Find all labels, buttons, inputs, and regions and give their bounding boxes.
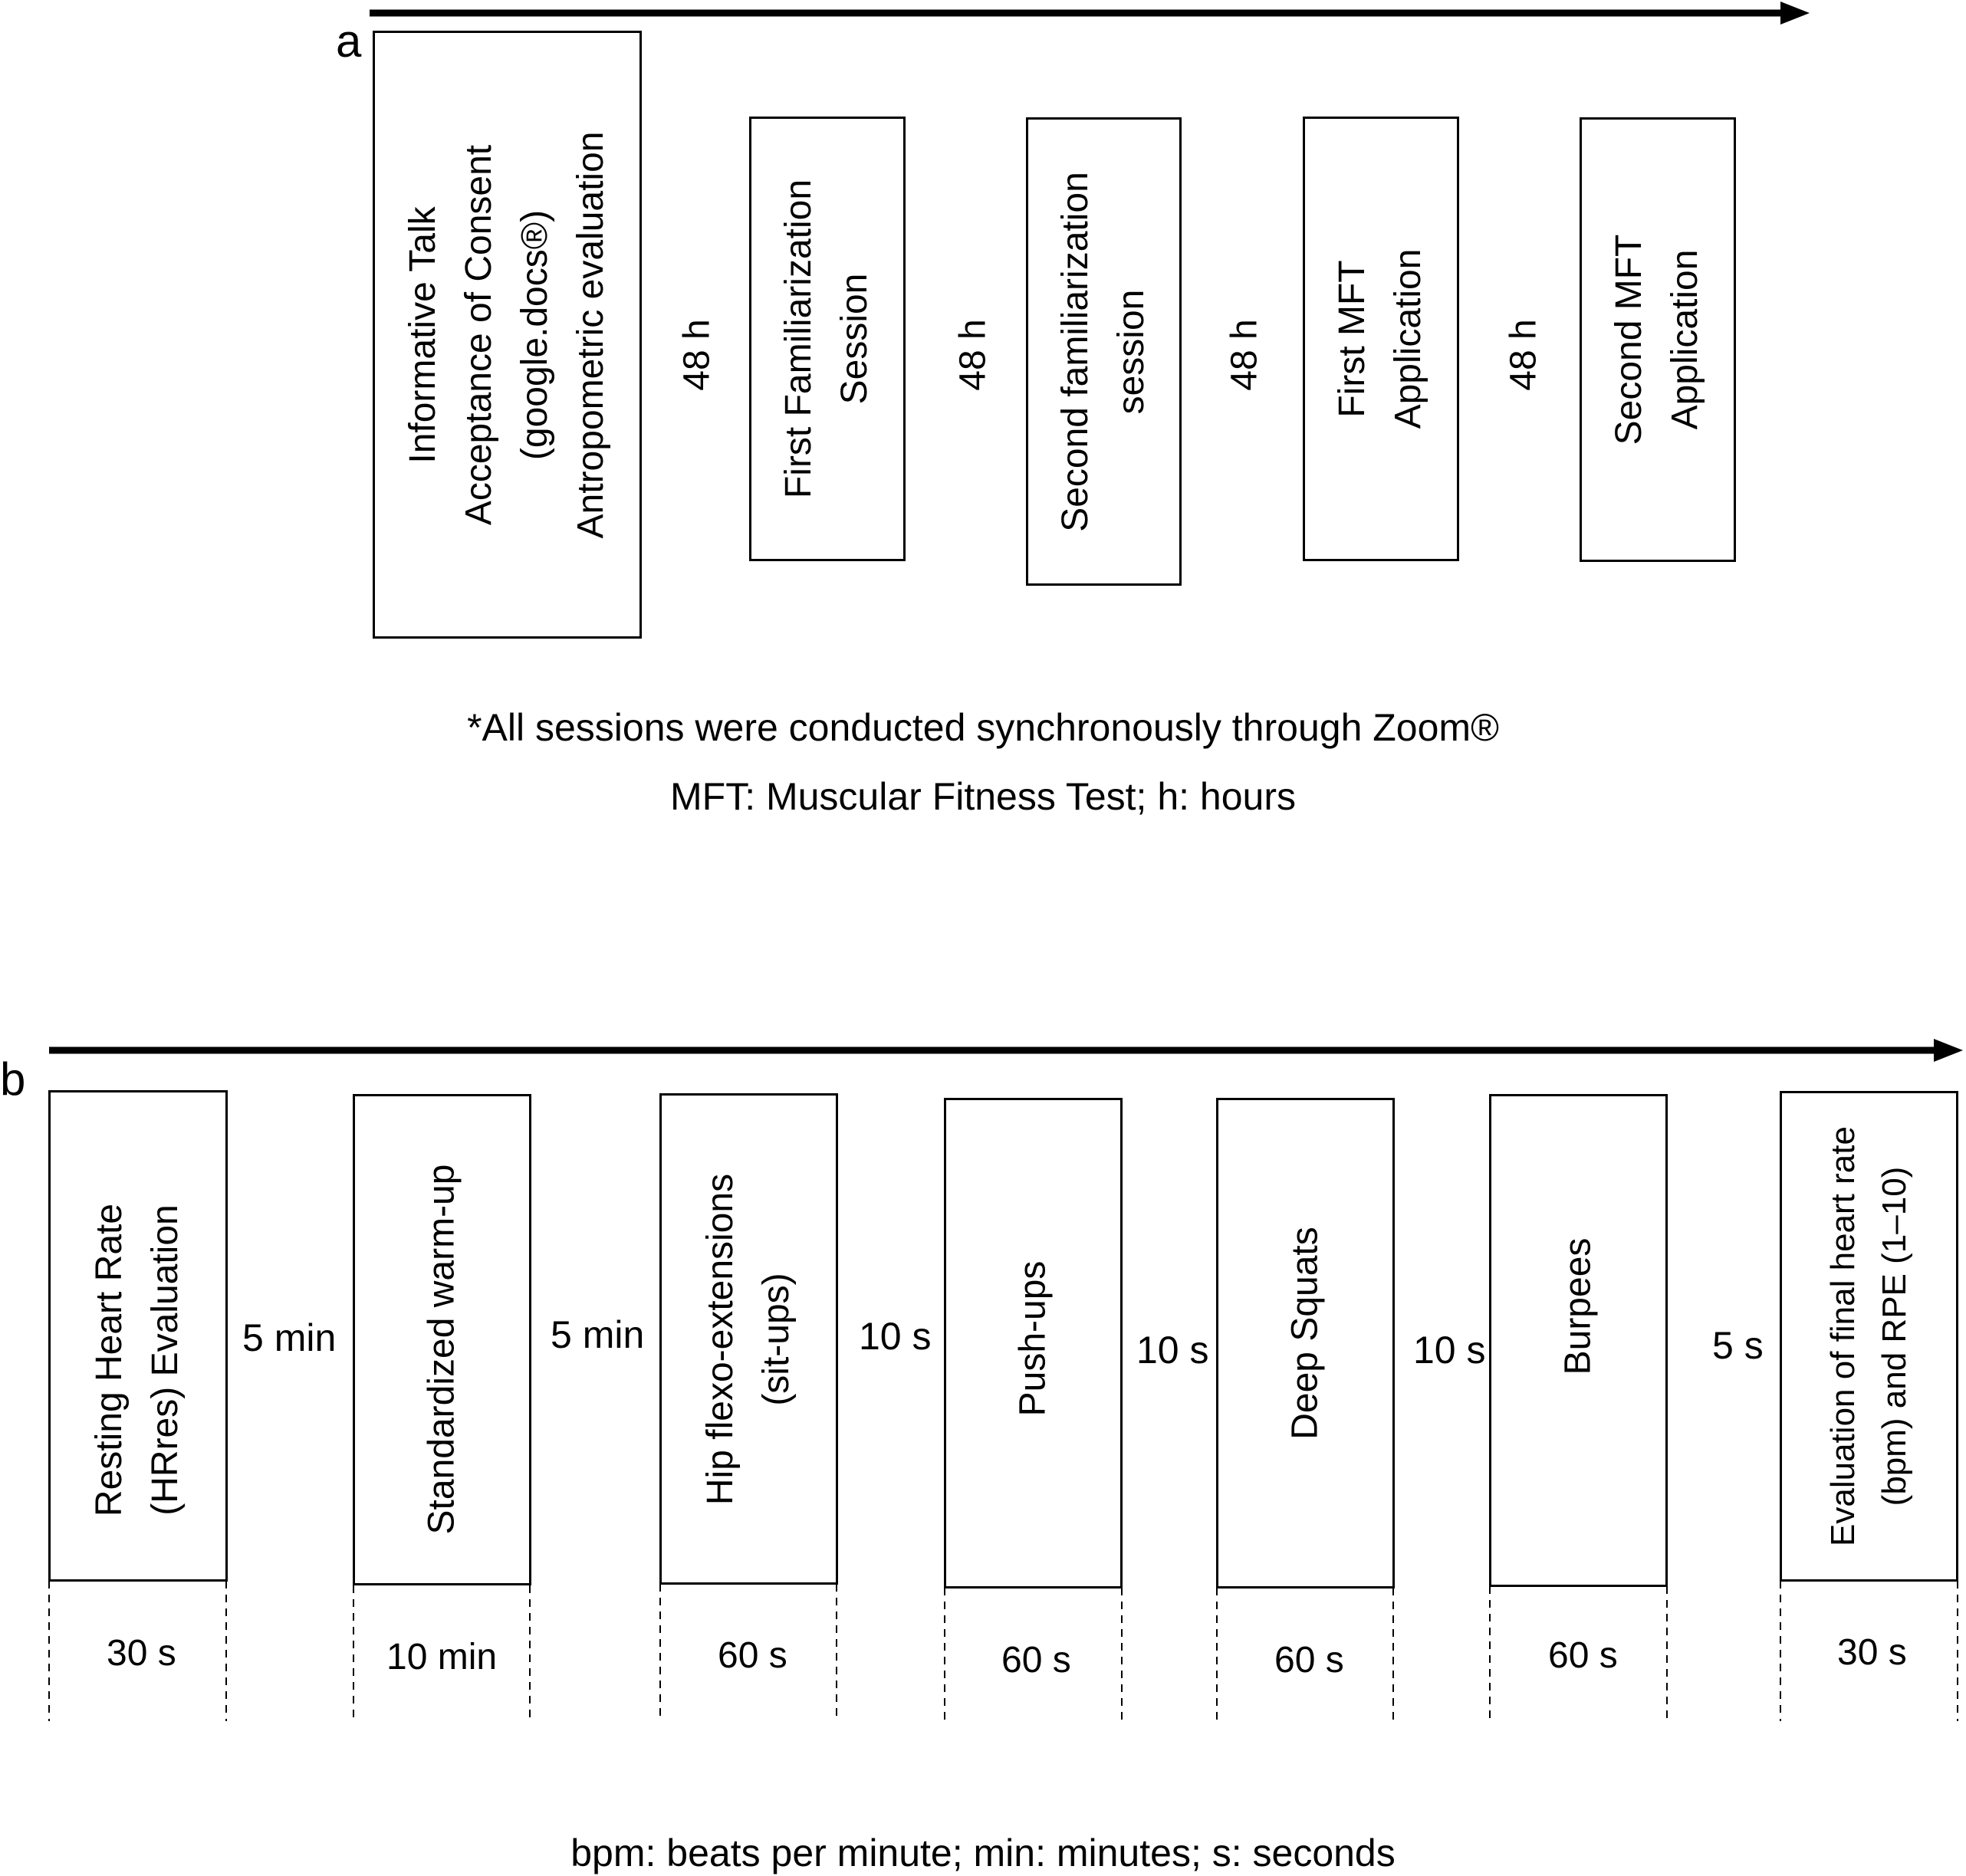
step-box-sit-ups: Hip flexo-extensions (sit-ups) xyxy=(659,1093,838,1585)
step-line: First MFT xyxy=(1332,260,1373,418)
duration-label: 60 s xyxy=(1274,1640,1344,1681)
step-line: Hip flexo-extensions xyxy=(699,1173,741,1505)
panel-label-b: b xyxy=(0,1053,26,1105)
step-box-informative-talk: Informative Talk Acceptance of Consent (… xyxy=(373,31,642,639)
step-line: Second MFT xyxy=(1609,234,1650,445)
step-line: Burpees xyxy=(1557,1237,1599,1375)
step-line: Antropometric evaluation xyxy=(570,131,611,538)
duration-label: 60 s xyxy=(1548,1635,1618,1676)
step-box-second-mft: Second MFT Application xyxy=(1580,117,1736,562)
step-line: First Familiarization xyxy=(778,179,820,499)
gap-label: 10 s xyxy=(1136,1329,1209,1372)
gap-label: 48 h xyxy=(952,319,994,391)
step-line: (bpm) and RPE (1–10) xyxy=(1875,1166,1913,1506)
duration-label: 30 s xyxy=(1837,1632,1907,1673)
timeline-arrow-b xyxy=(49,1039,1963,1062)
step-line: session xyxy=(1110,289,1152,414)
step-line: Acceptance of Consent xyxy=(458,144,499,525)
step-box-burpees: Burpees xyxy=(1489,1094,1668,1587)
duration-label: 60 s xyxy=(718,1635,787,1676)
duration-dashed-lines xyxy=(48,1581,1958,1721)
timeline-arrow-a xyxy=(370,2,1810,25)
step-text: First Familiarization Session xyxy=(771,179,883,498)
gap-label: 48 h xyxy=(676,319,718,391)
duration-label: 30 s xyxy=(107,1633,176,1674)
footnote-abbreviations-a: MFT: Muscular Fitness Test; h: hours xyxy=(670,775,1296,818)
step-box-first-mft: First MFT Application xyxy=(1303,117,1459,561)
step-line: Resting Heart Rate xyxy=(89,1204,130,1517)
step-line: Session xyxy=(834,273,875,405)
step-text: Push-ups xyxy=(1005,1260,1061,1416)
step-line: Application xyxy=(1388,248,1428,429)
step-line: Push-ups xyxy=(1012,1260,1054,1417)
step-box-final-heart-rate: Evaluation of final heart rate (bpm) and… xyxy=(1780,1091,1958,1582)
gap-label: 5 min xyxy=(551,1313,645,1356)
step-text: Resting Heart Rate (HRres) Evaluation xyxy=(82,1204,194,1516)
duration-label: 10 min xyxy=(386,1637,498,1677)
step-text: Deep Squats xyxy=(1277,1227,1333,1441)
footnote-zoom: *All sessions were conducted synchronous… xyxy=(467,706,1499,749)
step-line: Second familiarization xyxy=(1054,171,1096,532)
step-box-first-familiarization: First Familiarization Session xyxy=(749,117,906,561)
step-text: First MFT Application xyxy=(1325,249,1437,429)
step-line: Deep Squats xyxy=(1284,1227,1326,1441)
step-text: Standardized warm-up xyxy=(414,1165,470,1535)
step-text: Second familiarization session xyxy=(1048,172,1160,532)
step-text: Evaluation of final heart rate (bpm) and… xyxy=(1818,1126,1921,1546)
step-line: (google.docs®) xyxy=(514,209,555,460)
step-text: Second MFT Application xyxy=(1602,235,1714,445)
gap-label: 48 h xyxy=(1224,319,1265,391)
step-line: Evaluation of final heart rate xyxy=(1823,1126,1862,1546)
gap-label: 10 s xyxy=(859,1315,932,1358)
step-box-deep-squats: Deep Squats xyxy=(1216,1098,1395,1589)
step-line: Standardized warm-up xyxy=(421,1164,462,1535)
step-text: Burpees xyxy=(1550,1238,1606,1375)
gap-label: 5 s xyxy=(1712,1324,1764,1367)
step-line: (HRres) Evaluation xyxy=(145,1204,186,1516)
step-box-resting-heart-rate: Resting Heart Rate (HRres) Evaluation xyxy=(48,1090,228,1582)
step-line: Informative Talk xyxy=(402,205,443,464)
gap-label: 10 s xyxy=(1413,1329,1486,1372)
panel-label-a: a xyxy=(336,15,362,67)
duration-label: 60 s xyxy=(1001,1640,1071,1681)
step-line: Application xyxy=(1665,249,1705,430)
step-box-push-ups: Push-ups xyxy=(944,1098,1123,1589)
step-box-warm-up: Standardized warm-up xyxy=(353,1094,531,1585)
step-line: (sit-ups) xyxy=(755,1272,797,1406)
gap-label: 48 h xyxy=(1503,319,1544,391)
step-text: Hip flexo-extensions (sit-ups) xyxy=(693,1173,805,1504)
step-box-second-familiarization: Second familiarization session xyxy=(1026,117,1182,586)
gap-label: 5 min xyxy=(242,1316,337,1359)
footnote-abbreviations-b: bpm: beats per minute; min: minutes; s: … xyxy=(570,1832,1396,1874)
step-text: Informative Talk Acceptance of Consent (… xyxy=(396,131,620,538)
